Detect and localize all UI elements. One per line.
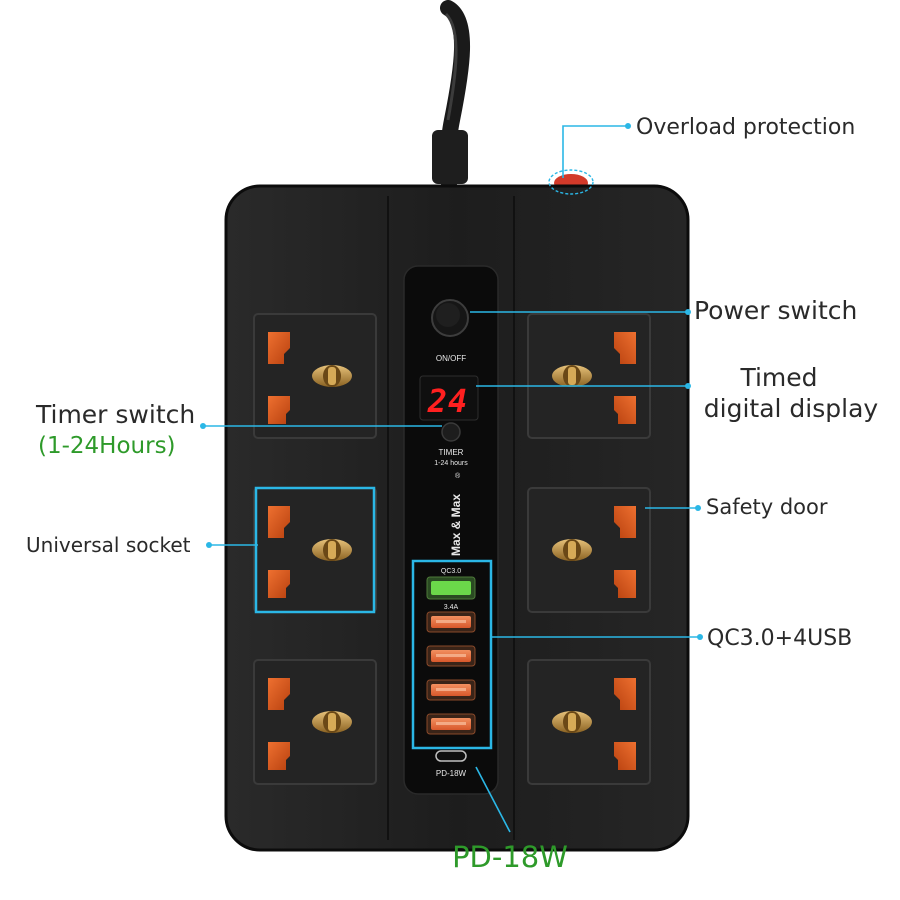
- timer-range-callout: (1-24Hours): [38, 433, 176, 459]
- timer-display-value: 24: [427, 382, 469, 420]
- universal-socket-callout: Universal socket: [26, 533, 191, 557]
- socket-right-top: [527, 313, 651, 439]
- overload-protection-callout: Overload protection: [636, 115, 855, 140]
- socket-right-bottom: [527, 659, 651, 785]
- power-switch-callout: Power switch: [694, 296, 857, 325]
- usb-port-1: [426, 611, 476, 633]
- qc-label: QC3.0: [441, 568, 461, 575]
- timer-label: TIMER: [439, 448, 464, 457]
- usb-port-2: [426, 645, 476, 667]
- timer-range-label: 1-24 hours: [434, 460, 468, 467]
- usb-port-3: [426, 679, 476, 701]
- timed-display-callout-line2: digital display: [704, 394, 879, 423]
- socket-right-middle: [527, 487, 651, 613]
- usb-port-4: [426, 713, 476, 735]
- timer-switch-callout: Timer switch: [35, 400, 195, 429]
- brand-logo: Max & Max: [449, 494, 463, 556]
- pd-leader: [475, 766, 511, 833]
- timer-switch: [441, 422, 461, 442]
- pd-callout: PD-18W: [452, 840, 568, 874]
- cord-strain-relief: [432, 130, 468, 184]
- brand-mark: ®: [455, 472, 461, 480]
- pd-port-label: PD-18W: [436, 769, 467, 778]
- socket-left-middle: [253, 487, 377, 613]
- on-off-label: ON/OFF: [436, 354, 466, 363]
- timer-display: [419, 375, 479, 421]
- usb-current-label: 3.4A: [444, 604, 459, 611]
- socket-left-bottom: [253, 659, 377, 785]
- usb-ports-highlight: [411, 559, 493, 750]
- timed-display-callout-line1: Timed: [739, 363, 817, 392]
- overload-highlight: [548, 169, 594, 195]
- usb-ports-callout: QC3.0+4USB: [707, 626, 852, 651]
- safety-door-callout: Safety door: [706, 495, 828, 519]
- socket-left-top: [253, 313, 377, 439]
- universal-socket-highlight: [254, 486, 376, 614]
- overload-leader: [562, 125, 628, 178]
- usb-c-port: [435, 750, 467, 762]
